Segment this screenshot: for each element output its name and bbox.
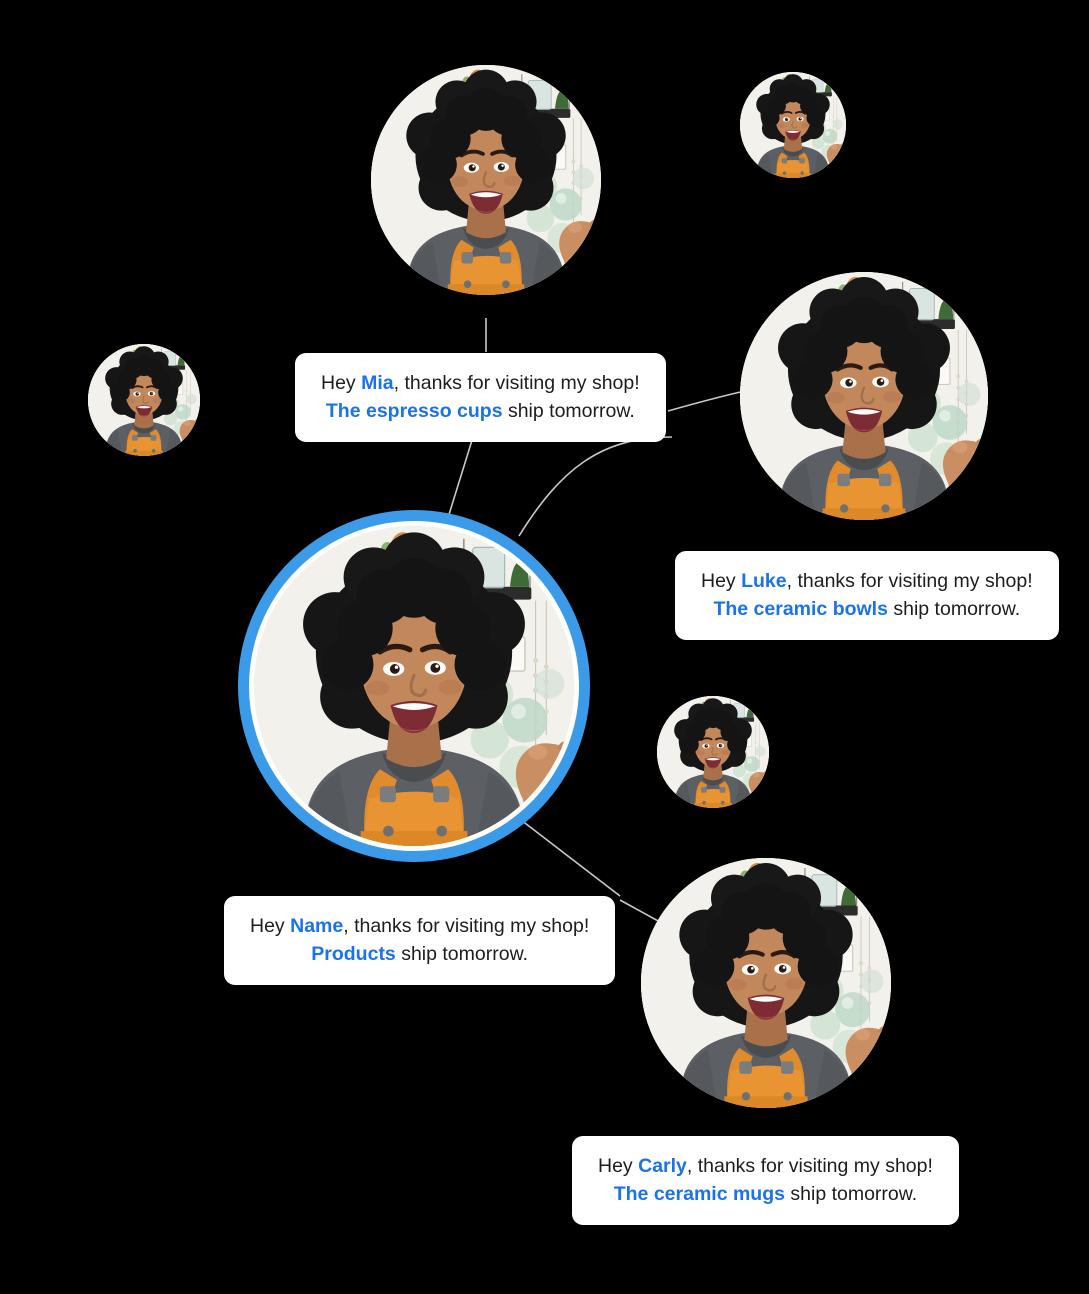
portrait-image [254,526,574,846]
recipient-name: Mia [361,372,394,394]
avatar-bottom-large[interactable] [641,858,891,1108]
portrait-image [88,344,200,456]
portrait-image [641,858,891,1108]
message-bubble-luke[interactable]: Hey Luke, thanks for visiting my shop! T… [675,551,1059,640]
avatar-mid-right-small[interactable] [657,696,769,808]
message-line-2: The ceramic mugs ship tomorrow. [613,1183,918,1205]
recipient-name: Carly [638,1155,687,1177]
wire-mia-to-center [446,436,474,522]
selection-ring [238,510,590,862]
message-bubble-carly[interactable]: Hey Carly, thanks for visiting my shop! … [572,1136,959,1225]
message-bubble-mia[interactable]: Hey Mia, thanks for visiting my shop! Th… [295,353,666,442]
product-name: The ceramic bowls [713,598,888,620]
message-bubble-name[interactable]: Hey Name, thanks for visiting my shop! P… [224,896,616,985]
product-name: The ceramic mugs [613,1183,785,1205]
avatar-top-right-small[interactable] [740,72,846,178]
message-line-2: Products ship tomorrow. [311,943,528,965]
recipient-name: Name [290,915,344,937]
message-line-2: The espresso cups ship tomorrow. [325,400,635,422]
wire-center-to-mia-curve [518,436,673,537]
avatar-center-selected[interactable] [238,510,590,862]
product-name: Products [311,943,396,965]
wire-center-to-name [520,819,621,897]
message-line-1: Hey Luke, thanks for visiting my shop! [701,570,1033,592]
avatar-right-large[interactable] [740,272,988,520]
wire-name-to-bottom-avatar [619,899,661,923]
message-line-1: Hey Carly, thanks for visiting my shop! [598,1155,933,1177]
portrait-image [371,65,601,295]
portrait-image [740,272,988,520]
product-name: The espresso cups [325,400,503,422]
portrait-frame [254,526,574,846]
avatar-top-center-large[interactable] [371,65,601,295]
avatar-left-small[interactable] [88,344,200,456]
message-line-2: The ceramic bowls ship tomorrow. [713,598,1021,620]
portrait-image [657,696,769,808]
wire-mia-to-right-avatar [667,390,746,412]
message-line-1: Hey Mia, thanks for visiting my shop! [321,372,640,394]
message-line-1: Hey Name, thanks for visiting my shop! [250,915,590,937]
portrait-image [740,72,846,178]
recipient-name: Luke [741,570,787,592]
